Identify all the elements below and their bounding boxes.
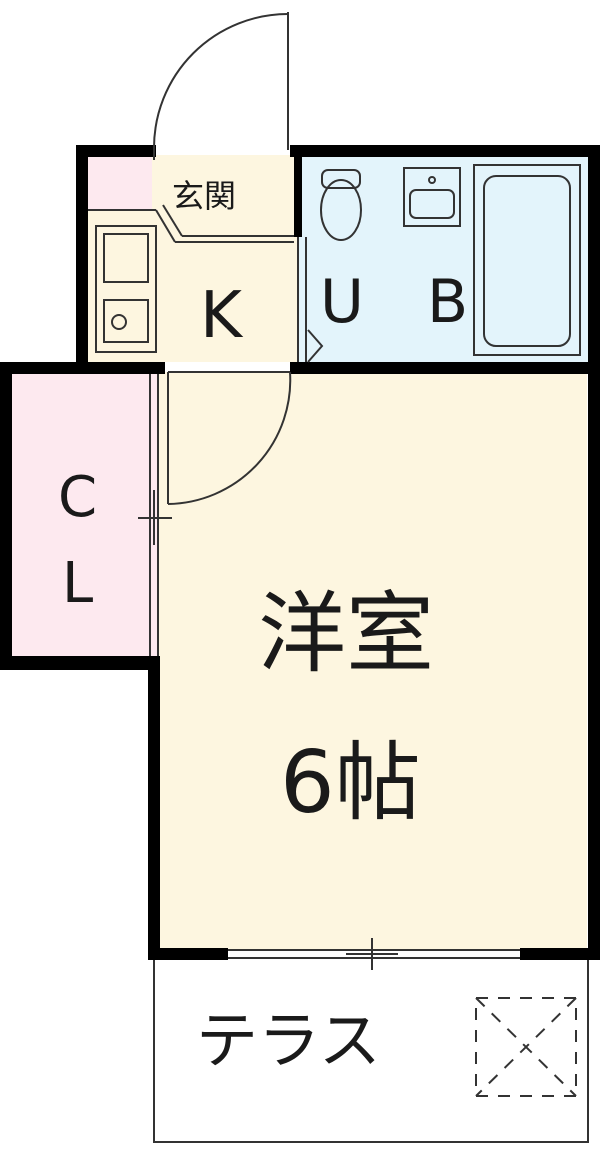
- closet-label-bottom: L: [62, 551, 94, 616]
- closet-sliding-door: [138, 374, 172, 656]
- terrace-outline: [153, 960, 589, 1143]
- terrace-window: [228, 938, 520, 970]
- room-door: [167, 371, 292, 505]
- western-room-floor: [157, 372, 587, 950]
- entrance-door: [153, 12, 289, 160]
- terrace-label: テラス: [196, 1004, 381, 1077]
- western-room-label: 洋室: [258, 582, 435, 685]
- closet-label-top: C: [58, 465, 98, 530]
- entrance-step: [88, 204, 294, 243]
- closet-floor: [12, 372, 157, 657]
- bathtub-fixture: [473, 164, 581, 356]
- western-room-size: 6帖: [280, 733, 421, 833]
- kitchen-counter: [95, 225, 157, 353]
- washbasin-fixture: [403, 167, 461, 227]
- evacuation-hatch-icon: [475, 997, 577, 1097]
- bath-partition: [297, 237, 324, 363]
- entrance-corner: [86, 155, 152, 210]
- kitchen-label: K: [200, 279, 242, 353]
- unit-bath-label: U B: [320, 267, 491, 337]
- toilet-fixture: [320, 169, 362, 241]
- walls: [0, 145, 600, 960]
- entrance-label: 玄関: [172, 177, 237, 215]
